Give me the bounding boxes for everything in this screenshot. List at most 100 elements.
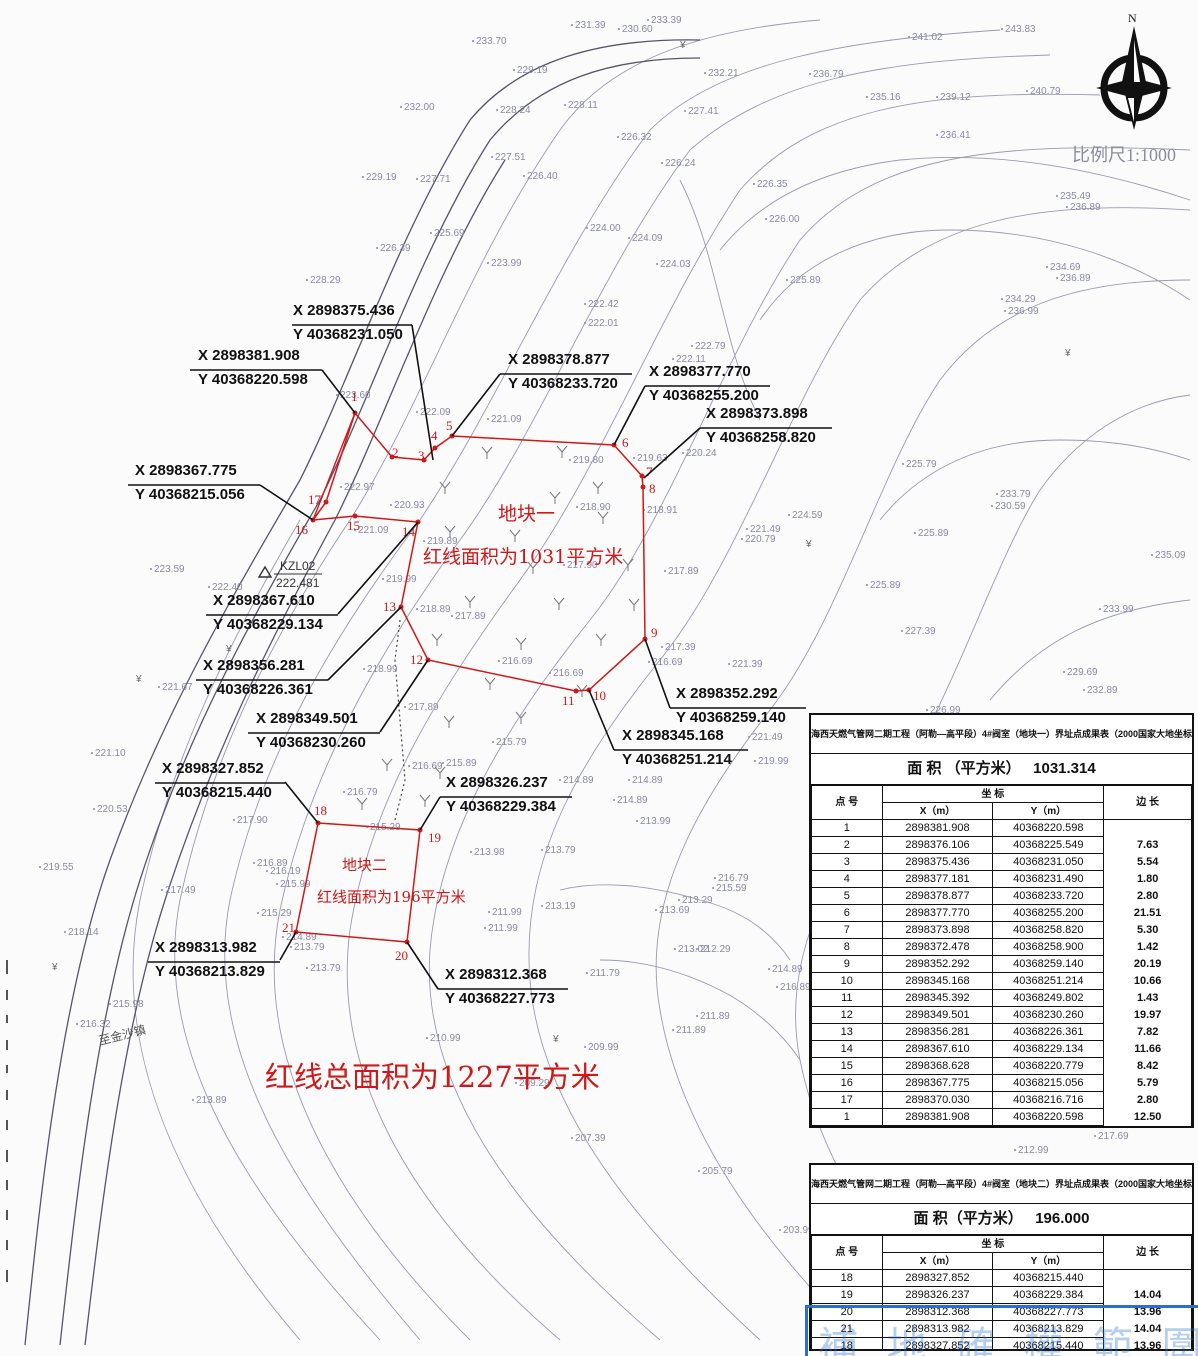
row-edge: 8.42 <box>1103 1057 1192 1075</box>
row-edge: 11.66 <box>1103 1040 1192 1058</box>
elevation-label: 222.97 <box>344 482 375 493</box>
row-point: 18 <box>811 1269 883 1287</box>
elevation-label: 214.89 <box>617 795 648 806</box>
tree-icon <box>549 491 561 504</box>
elevation-label: 219.55 <box>43 862 74 873</box>
callout-leader <box>337 521 419 615</box>
elevation-dot <box>746 528 748 530</box>
vertex-number: 2 <box>392 445 399 460</box>
table1-header-point: 点 号 <box>811 785 883 820</box>
elevation-dot <box>1151 554 1153 556</box>
row-point: 10 <box>811 972 883 990</box>
elevation-dot <box>661 162 663 164</box>
elevation-dot <box>343 791 345 793</box>
row-y: 40368258.820 <box>992 921 1105 939</box>
table2-header-y: Y（m） <box>992 1252 1105 1270</box>
control-point-name: KZL02 <box>280 559 316 573</box>
plot2-name: 地块二 <box>342 856 387 874</box>
elevation-dot <box>728 663 730 665</box>
callout-leader <box>411 324 434 461</box>
elevation-label: 213.79 <box>545 845 576 856</box>
row-edge: 7.63 <box>1103 836 1192 854</box>
row-edge: 2.80 <box>1103 887 1192 905</box>
vertex-number: 9 <box>651 625 658 640</box>
north-arrow: N 比例尺1:1000 <box>1072 11 1176 165</box>
elevation-dot <box>765 218 767 220</box>
elevation-label: 218.14 <box>68 927 99 938</box>
callout-x: X 2898377.770 <box>649 363 751 380</box>
elevation-label: 233.70 <box>476 36 507 47</box>
table2-header-x: X（m） <box>881 1252 994 1270</box>
elevation-dot <box>93 808 95 810</box>
elevation-dot <box>586 972 588 974</box>
table2-area-value: 196.000 <box>1035 1210 1090 1227</box>
elevation-dot <box>691 345 693 347</box>
row-y: 40368229.384 <box>992 1286 1105 1304</box>
elevation-dot <box>426 1037 428 1039</box>
elevation-dot <box>442 762 444 764</box>
elevation-label: 222.01 <box>588 318 619 329</box>
elevation-label: 214.89 <box>563 775 594 786</box>
tree-icon <box>434 766 446 779</box>
elevation-dot <box>430 232 432 234</box>
table1-area-row: 面 积 （平方米） 1031.314 <box>811 754 1192 785</box>
elevation-dot <box>390 504 392 506</box>
row-edge: 1.42 <box>1103 938 1192 956</box>
row-y: 40368215.440 <box>992 1337 1105 1349</box>
elevation-dot <box>741 538 743 540</box>
elevation-dot <box>416 411 418 413</box>
elevation-label: 225.79 <box>906 459 937 470</box>
row-point: 1 <box>811 1108 883 1126</box>
elevation-label: 216.69 <box>652 657 683 668</box>
tree-icon <box>597 511 609 524</box>
vertex-marker <box>389 454 395 460</box>
row-x: 2898381.908 <box>881 819 994 837</box>
row-point: 15 <box>811 1057 883 1075</box>
table1-header-coord: 坐 标 <box>881 785 1105 803</box>
row-edge: 12.50 <box>1103 1108 1192 1126</box>
elevation-dot <box>416 178 418 180</box>
vertex-marker <box>640 484 646 490</box>
elevation-dot <box>628 779 630 781</box>
elevation-dot <box>586 227 588 229</box>
row-y: 40368229.134 <box>992 1040 1105 1058</box>
callout-x: X 2898381.908 <box>198 347 300 364</box>
elevation-dot <box>484 927 486 929</box>
elevation-label: 226.39 <box>380 243 411 254</box>
vertex-number: 15 <box>347 518 360 533</box>
table1-header-x: X（m） <box>881 802 994 820</box>
callout-y: Y 40368233.720 <box>508 375 618 392</box>
elevation-label: 216.19 <box>270 866 301 877</box>
vertex-number: 20 <box>395 948 408 963</box>
elevation-label: 241.02 <box>912 32 943 43</box>
elevation-dot <box>1063 671 1065 673</box>
elevation-dot <box>901 630 903 632</box>
elevation-label: 240.79 <box>1030 86 1061 97</box>
control-point: KZL02 222.481 <box>257 559 322 590</box>
vertex-number: 7 <box>646 464 653 479</box>
callout-y: Y 40368215.056 <box>135 486 245 503</box>
row-point: 7 <box>811 921 883 939</box>
callout-x: X 2898373.898 <box>706 405 808 422</box>
elevation-label: 225.69 <box>434 228 465 239</box>
elevation-label: 228.11 <box>568 100 598 111</box>
elevation-label: 222.42 <box>588 299 619 310</box>
row-x: 2898352.292 <box>881 955 994 973</box>
elevation-dot <box>672 358 674 360</box>
vertex-number: 10 <box>593 688 606 703</box>
row-x: 2898378.877 <box>881 887 994 905</box>
elevation-label: 222.79 <box>695 341 726 352</box>
elevation-label: 236.41 <box>940 130 971 141</box>
table1-area-value: 1031.314 <box>1033 760 1096 777</box>
